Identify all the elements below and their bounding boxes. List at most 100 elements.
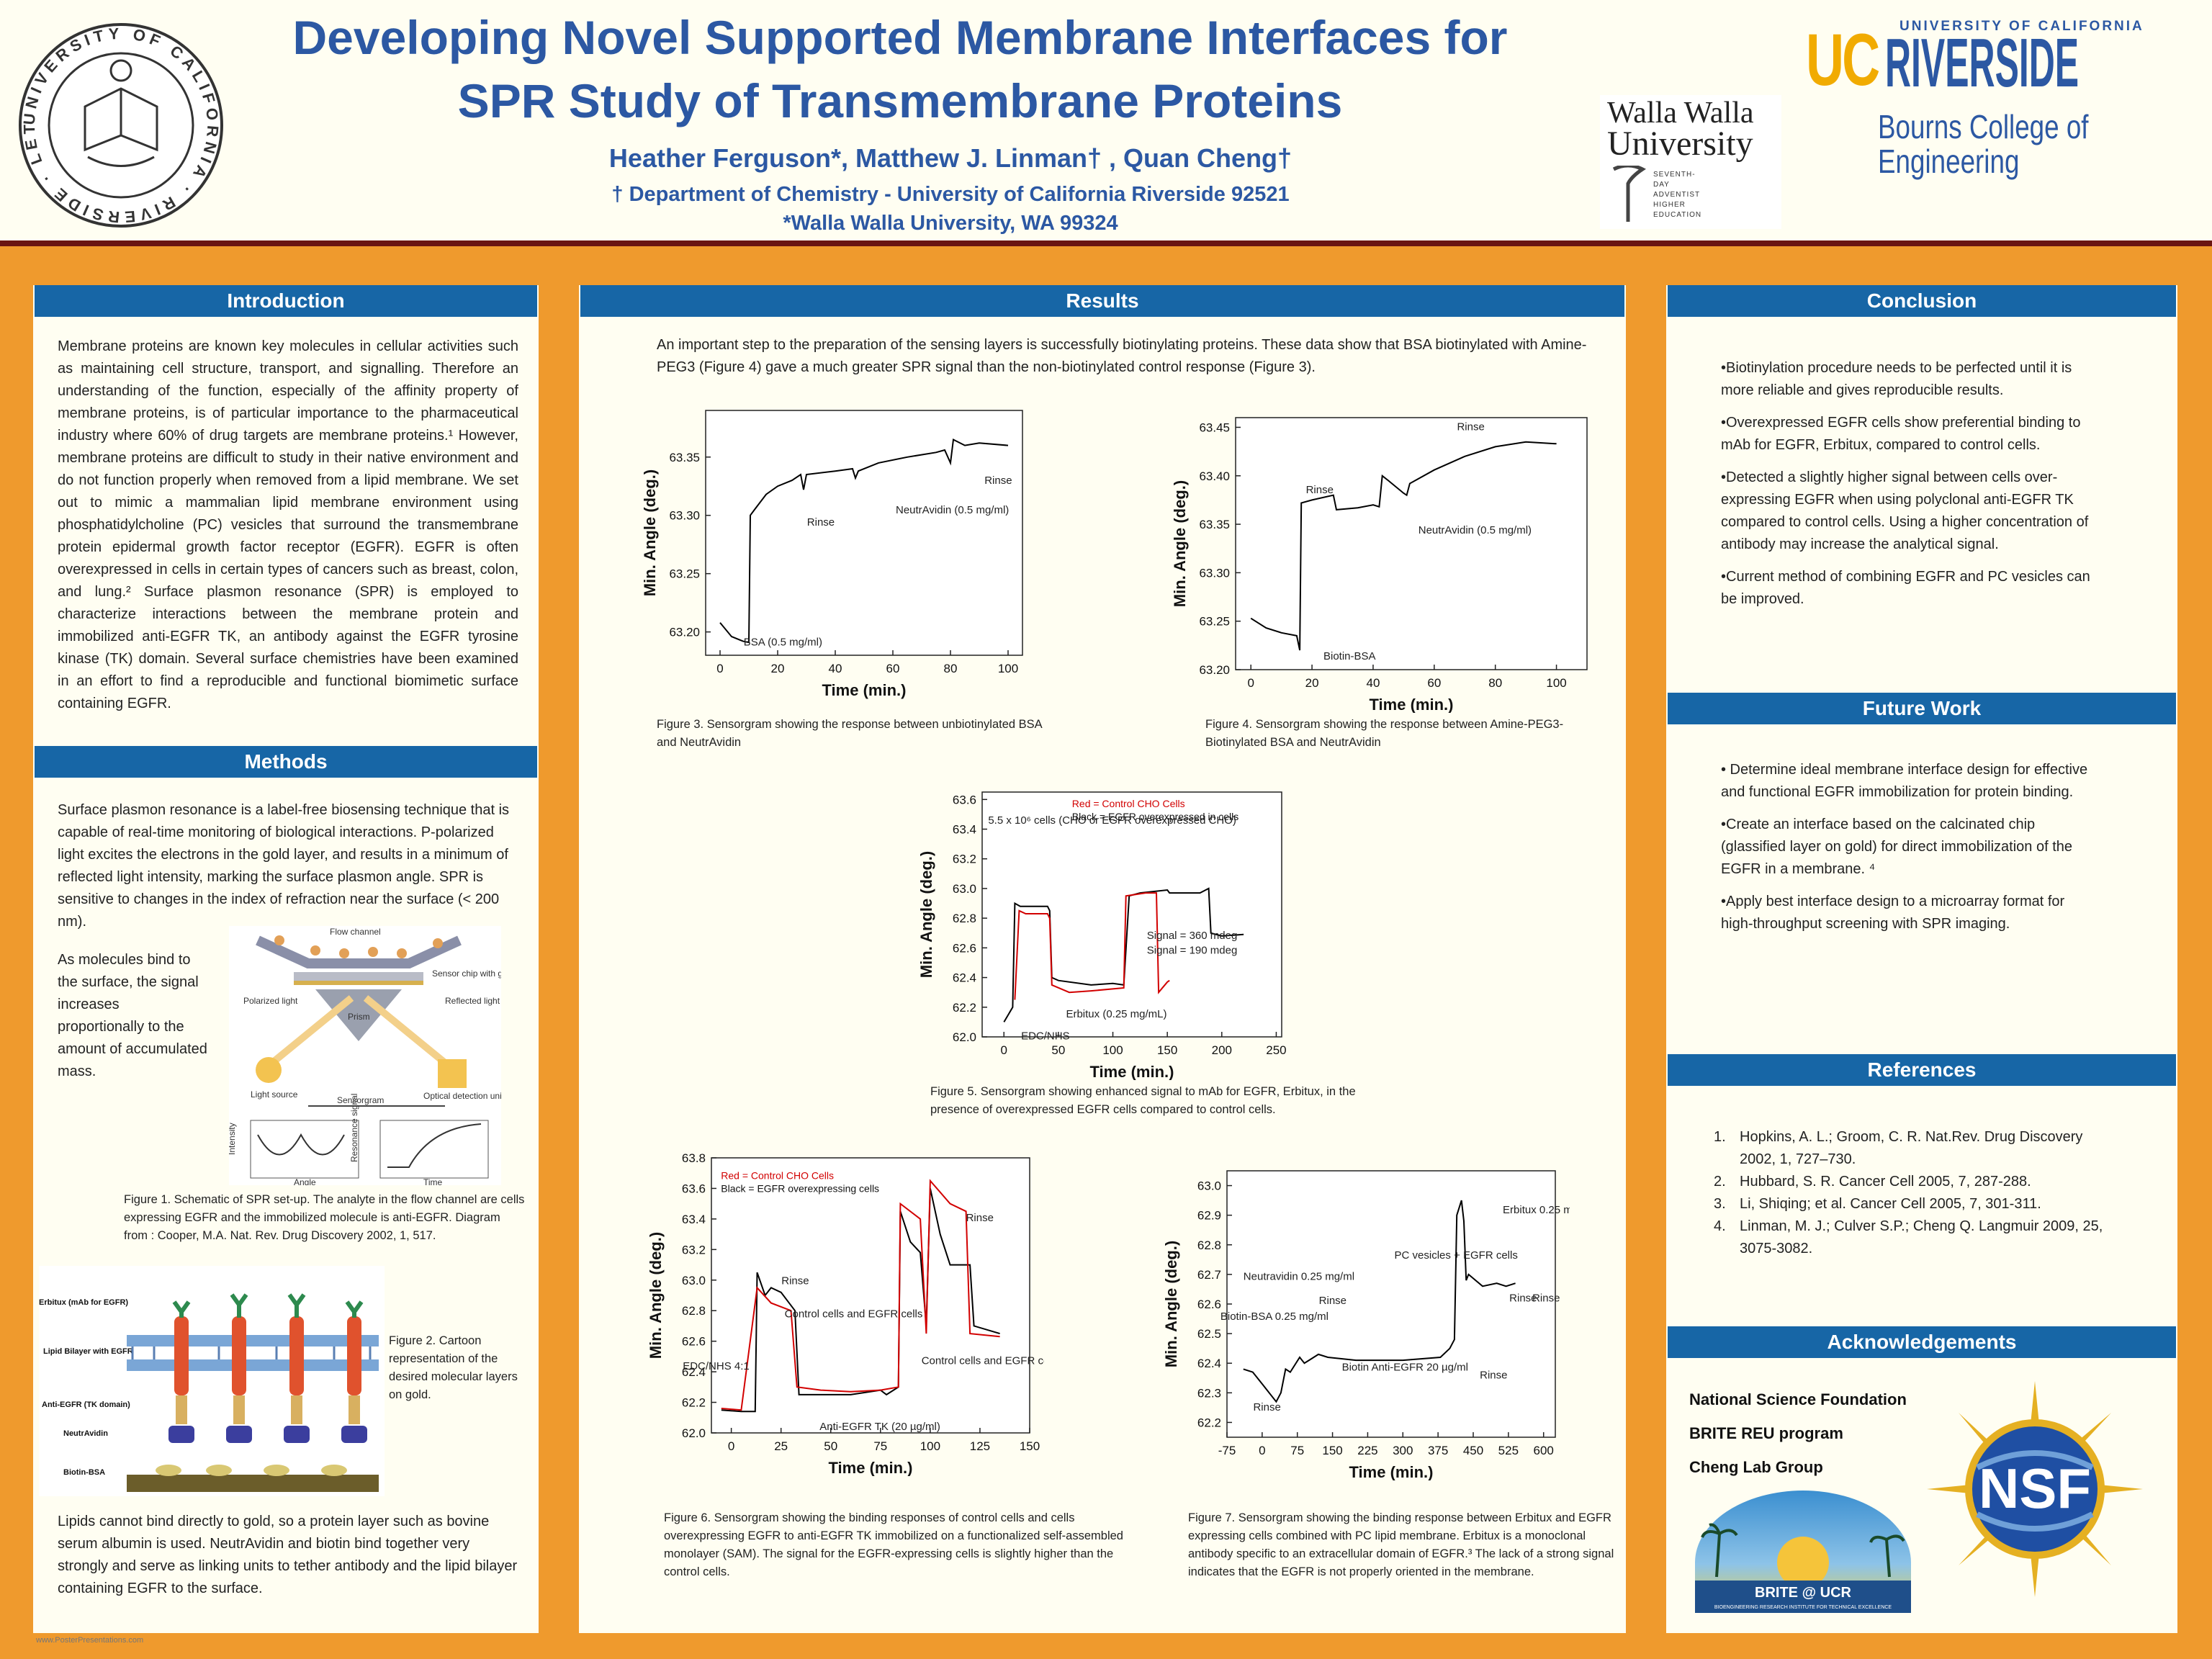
legend-entry: Red = Control CHO Cells bbox=[721, 1169, 834, 1181]
ucr-logo-uc: UC bbox=[1806, 19, 1880, 101]
future-work-item: • Determine ideal membrane interface des… bbox=[1721, 762, 2088, 800]
chart-annotation: PC vesicles + EGFR cells bbox=[1395, 1249, 1518, 1262]
y-tick-label: 62.4 bbox=[682, 1365, 706, 1379]
reference-item: 1.Hopkins, A. L.; Groom, C. R. Nat.Rev. … bbox=[1714, 1129, 2083, 1167]
x-axis-label: Time (min.) bbox=[1349, 1463, 1434, 1480]
chart-annotation: Neutravidin 0.25 mg/ml bbox=[1244, 1271, 1354, 1283]
chart-annotation: Biotin-BSA 0.25 mg/ml bbox=[1220, 1310, 1328, 1323]
plot-area bbox=[705, 410, 1023, 656]
y-tick-label: 63.2 bbox=[953, 853, 976, 866]
fig1-label-resonance: Resonance signal bbox=[349, 1094, 359, 1162]
figure-1-caption: Figure 1. Schematic of SPR set-up. The a… bbox=[124, 1193, 525, 1242]
y-axis-label: Min. Angle (deg.) bbox=[641, 469, 659, 596]
chart-annotation: Rinse bbox=[966, 1212, 994, 1224]
chart-annotation: 5.5 x 10⁶ cells (CHO or EGFR overexpress… bbox=[988, 814, 1236, 827]
x-tick-label: 225 bbox=[1357, 1444, 1377, 1457]
y-tick-label: 62.3 bbox=[1197, 1386, 1221, 1400]
acknowledgements-list: National Science Foundation BRITE REU pr… bbox=[1689, 1382, 1907, 1484]
x-tick-label: 0 bbox=[1001, 1043, 1007, 1057]
chart-annotation: EDC/NHS 4:1 bbox=[683, 1360, 750, 1372]
y-axis-label: Min. Angle (deg.) bbox=[1162, 1241, 1180, 1367]
y-tick-label: 62.2 bbox=[1197, 1416, 1221, 1429]
reference-item: 3.Li, Shiqing; et al. Cancer Cell 2005, … bbox=[1714, 1196, 2041, 1212]
future-work-heading: Future Work bbox=[1668, 693, 2176, 724]
x-tick-label: -75 bbox=[1218, 1444, 1236, 1457]
chart-annotation: Erbitux (0.25 mg/mL) bbox=[1066, 1008, 1166, 1020]
x-tick-label: 50 bbox=[824, 1439, 837, 1453]
x-tick-label: 25 bbox=[774, 1439, 788, 1453]
ucr-logo-riverside: RIVERSIDE bbox=[1885, 24, 2080, 102]
y-tick-label: 63.6 bbox=[682, 1182, 706, 1195]
x-tick-label: 250 bbox=[1266, 1043, 1286, 1057]
y-tick-label: 62.0 bbox=[682, 1426, 706, 1440]
x-axis-label: Time (min.) bbox=[1090, 1063, 1174, 1080]
reference-item: 4.Linman, M. J.; Culver S.P.; Cheng Q. L… bbox=[1714, 1218, 2103, 1256]
chart-annotation: Rinse bbox=[1480, 1370, 1507, 1382]
series-line bbox=[1003, 887, 1244, 1022]
series-line bbox=[719, 438, 1009, 644]
x-tick-label: 40 bbox=[829, 662, 842, 675]
chart-annotation: Rinse bbox=[781, 1275, 809, 1287]
chart-annotation: Control cells and EGFR cells bbox=[785, 1308, 923, 1321]
header-rule bbox=[0, 240, 2212, 246]
future-work-panel bbox=[1666, 693, 2177, 1054]
fig1-label-angle: Angle bbox=[294, 1177, 316, 1185]
figure-2-caption: Figure 2. Cartoon representation of the … bbox=[389, 1334, 518, 1401]
y-tick-label: 62.6 bbox=[682, 1335, 706, 1349]
series-line bbox=[1243, 1200, 1516, 1403]
x-tick-label: 75 bbox=[873, 1439, 887, 1453]
chart-annotation: Anti-EGFR TK (20 µg/ml) bbox=[819, 1421, 940, 1433]
x-axis-label: Time (min.) bbox=[1370, 696, 1454, 713]
chart-annotation: NeutrAvidin (0.5 mg/ml) bbox=[896, 504, 1009, 516]
fig2-label-neutravidin: NeutrAvidin bbox=[63, 1429, 108, 1438]
y-tick-label: 63.35 bbox=[1199, 518, 1230, 531]
ack-item: National Science Foundation bbox=[1689, 1390, 1907, 1408]
ucr-logo-college: Bourns College of Engineering bbox=[1878, 108, 2089, 180]
x-tick-label: 40 bbox=[1366, 676, 1380, 690]
x-tick-label: 60 bbox=[1427, 676, 1441, 690]
x-tick-label: 525 bbox=[1498, 1444, 1519, 1457]
chart-annotation: Rinse bbox=[807, 516, 835, 529]
molecular-layers-cartoon: Erbitux (mAb for EGFR) Lipid Bilayer wit… bbox=[39, 1266, 385, 1496]
x-tick-label: 20 bbox=[771, 662, 785, 675]
chart-annotation: Biotin Anti-EGFR 20 µg/ml bbox=[1342, 1362, 1468, 1374]
chart-annotation: Signal = 190 mdeg bbox=[1147, 944, 1238, 956]
y-tick-label: 62.9 bbox=[1197, 1209, 1221, 1223]
y-tick-label: 63.0 bbox=[682, 1274, 706, 1287]
legend-entry: Black = EGFR overexpressed in cells bbox=[1072, 811, 1238, 822]
x-tick-label: 0 bbox=[1259, 1444, 1265, 1457]
y-tick-label: 62.0 bbox=[953, 1030, 976, 1044]
conclusion-item: •Detected a slightly higher signal betwe… bbox=[1721, 469, 2089, 552]
x-tick-label: 125 bbox=[970, 1439, 990, 1453]
x-tick-label: 0 bbox=[1247, 676, 1254, 690]
fig1-label-sensor-chip: Sensor chip with gold film bbox=[432, 968, 501, 979]
wwu-logo-line1: Walla Walla bbox=[1607, 96, 1754, 130]
x-tick-label: 60 bbox=[886, 662, 900, 675]
y-tick-label: 63.6 bbox=[953, 793, 976, 806]
nsf-logo-text: NSF bbox=[1979, 1457, 2091, 1520]
y-axis-label: Min. Angle (deg.) bbox=[917, 851, 935, 978]
y-tick-label: 63.45 bbox=[1199, 421, 1230, 434]
fig2-label-lipid-bilayer: Lipid Bilayer with EGFR bbox=[43, 1347, 133, 1356]
fig1-label-polarized-light: Polarized light bbox=[243, 996, 298, 1006]
chart-annotation: Erbitux 0.25 mg/ml bbox=[1503, 1204, 1570, 1216]
y-tick-label: 62.8 bbox=[1197, 1238, 1221, 1252]
y-tick-label: 62.2 bbox=[682, 1396, 706, 1410]
poster-footer: www.PosterPresentations.com bbox=[36, 1636, 144, 1645]
x-tick-label: 600 bbox=[1534, 1444, 1554, 1457]
intro-panel bbox=[33, 285, 539, 746]
x-axis-label: Time (min.) bbox=[829, 1459, 913, 1476]
results-intro-text: An important step to the preparation of … bbox=[657, 337, 1587, 375]
affiliation-ucr: † Department of Chemistry - University o… bbox=[611, 183, 1290, 206]
affiliation-wwu: *Walla Walla University, WA 99324 bbox=[783, 212, 1118, 235]
x-tick-label: 20 bbox=[1305, 676, 1319, 690]
y-tick-label: 62.7 bbox=[1197, 1268, 1221, 1282]
y-tick-label: 63.0 bbox=[1197, 1179, 1221, 1193]
ucr-seal-icon: UNIVERSITY OF CALIFORNIA · RIVERSIDE · L… bbox=[16, 20, 223, 228]
conclusion-item: •Biotinylation procedure needs to be per… bbox=[1721, 360, 2072, 398]
x-tick-label: 100 bbox=[1546, 676, 1566, 690]
conclusion-panel bbox=[1666, 285, 2177, 696]
methods-heading: Methods bbox=[35, 746, 537, 778]
